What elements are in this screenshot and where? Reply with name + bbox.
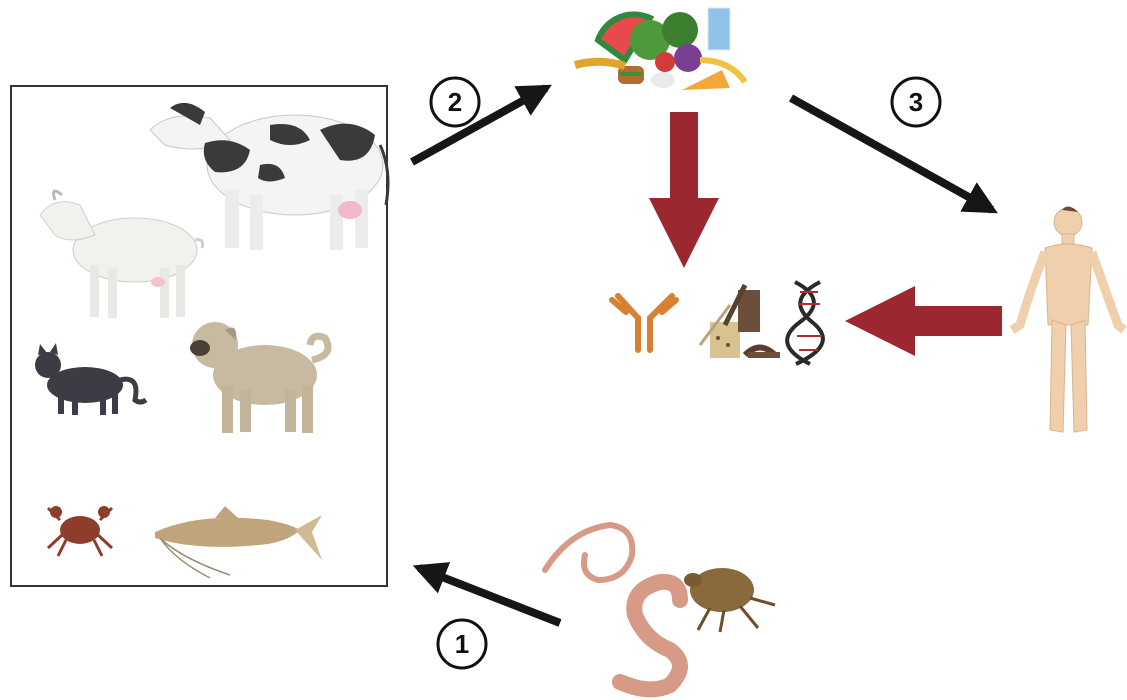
red-arrow-down: [649, 112, 719, 268]
arrow-food-to-human: [791, 98, 992, 210]
human-figure-icon: [1012, 206, 1124, 432]
dna-icon: [787, 282, 823, 364]
step-2-marker: 2: [431, 78, 479, 126]
worm-icon: [620, 582, 680, 690]
arrow-parasites-to-animals: [419, 568, 560, 623]
flea-icon: [684, 568, 775, 632]
step-2-label: 2: [448, 87, 462, 117]
step-3-marker: 3: [892, 78, 940, 126]
step-1-marker: 1: [438, 620, 486, 668]
step-1-label: 1: [455, 629, 469, 659]
food-pile-icon: [575, 8, 745, 90]
microscope-icon: [700, 285, 780, 358]
red-arrow-left: [845, 286, 1002, 356]
antibody-icon: [612, 296, 676, 350]
roundworm-icon: [545, 525, 632, 580]
step-3-label: 3: [909, 87, 923, 117]
